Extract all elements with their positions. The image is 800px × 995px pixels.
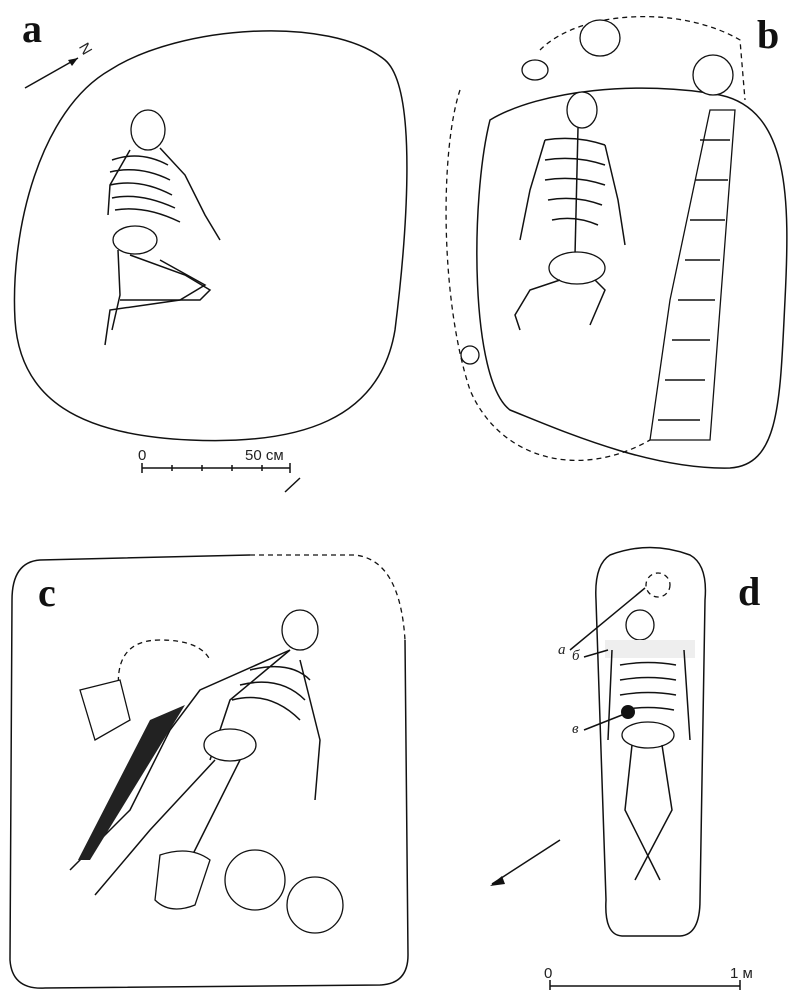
scale-bar-d: 0 1 м: [544, 965, 753, 990]
panel-c-label: c: [38, 570, 56, 615]
skeleton-b: [514, 91, 626, 331]
grave-outline: [476, 87, 788, 469]
panel-b: b: [445, 12, 788, 469]
panel-a: a N 0 50 см: [13, 6, 408, 493]
panel-a-label: a: [22, 6, 42, 51]
marker-b: б: [572, 648, 580, 664]
panel-b-label: b: [757, 12, 779, 57]
pit-outline-dashed: [445, 15, 746, 461]
coffin-outline: [595, 546, 707, 937]
marker-v: в: [572, 721, 579, 737]
skeleton-c: [69, 609, 321, 896]
marker-a: а: [558, 642, 566, 658]
scale-d-start: 0: [544, 965, 552, 982]
vessel-icon: [460, 19, 734, 365]
north-label: N: [75, 40, 95, 58]
panel-c: c: [9, 554, 409, 989]
panel-d: d а б в 0 1 м: [490, 546, 760, 990]
vessels-c: [79, 679, 344, 934]
grave-pit-outline: [13, 30, 408, 442]
scale-d-end: 1 м: [730, 965, 753, 982]
scale-a-end: 50 см: [245, 447, 284, 464]
plank-row: [649, 109, 736, 441]
skeleton-d: [605, 609, 695, 881]
scale-a-start: 0: [138, 447, 146, 464]
panel-d-label: d: [738, 569, 760, 614]
scale-bar-a: 0 50 см: [138, 447, 291, 473]
direction-arrow-icon: [490, 839, 561, 886]
grave-outline-c: [9, 554, 409, 989]
sword: [78, 705, 185, 860]
skeleton-a: [104, 109, 221, 346]
